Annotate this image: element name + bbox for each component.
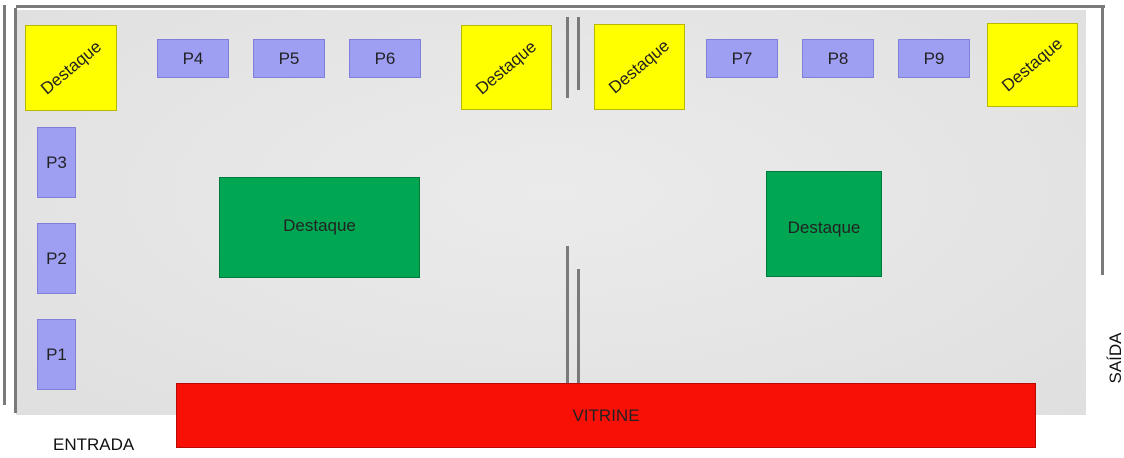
panel-p6: P6: [349, 39, 421, 78]
vitrine-label: VITRINE: [572, 405, 640, 425]
panel-p7: P7: [706, 39, 778, 78]
panel-p9-label: P9: [923, 48, 945, 68]
vitrine: VITRINE: [176, 383, 1036, 448]
right-wall: [1101, 5, 1104, 275]
panel-p5-label: P5: [278, 48, 300, 68]
panel-p1-label: P1: [46, 344, 67, 364]
panel-p9: P9: [898, 39, 970, 78]
entrance-label: ENTRADA: [53, 435, 135, 454]
panel-p7-label: P7: [731, 48, 753, 68]
top-wall: [16, 5, 1105, 8]
panel-p6-label: P6: [374, 48, 396, 68]
highlight-yellow-2: Destaque: [461, 25, 552, 110]
highlight-yellow-2-label: Destaque: [472, 36, 541, 98]
panel-p3-label: P3: [46, 152, 67, 172]
panel-p3: P3: [37, 127, 76, 198]
left-wall-outer: [3, 5, 6, 405]
highlight-yellow-4: Destaque: [987, 23, 1078, 107]
highlight-yellow-4-label: Destaque: [998, 33, 1067, 96]
center-partition-bottom-right: [577, 269, 580, 384]
panel-p1: P1: [37, 319, 76, 390]
highlight-yellow-1: Destaque: [25, 25, 117, 111]
left-wall-inner: [14, 8, 17, 413]
center-partition-top-left: [566, 17, 569, 98]
highlight-green-left-label: Destaque: [283, 216, 356, 235]
center-partition-bottom-left: [566, 246, 569, 384]
exit-label: SAÍDA: [1106, 332, 1124, 384]
panel-p8-label: P8: [827, 48, 849, 68]
panel-p8: P8: [802, 39, 874, 78]
highlight-yellow-3: Destaque: [594, 24, 685, 110]
panel-p5: P5: [253, 39, 325, 78]
panel-p4-label: P4: [182, 48, 204, 68]
highlight-yellow-1-label: Destaque: [36, 36, 105, 99]
panel-p2: P2: [37, 223, 76, 294]
highlight-green-left: Destaque: [219, 177, 420, 278]
highlight-yellow-3-label: Destaque: [605, 35, 674, 98]
panel-p4: P4: [157, 39, 229, 78]
panel-p2-label: P2: [46, 248, 67, 268]
highlight-green-right-label: Destaque: [787, 218, 861, 237]
highlight-green-right: Destaque: [766, 171, 882, 277]
center-partition-top-right: [577, 17, 580, 90]
